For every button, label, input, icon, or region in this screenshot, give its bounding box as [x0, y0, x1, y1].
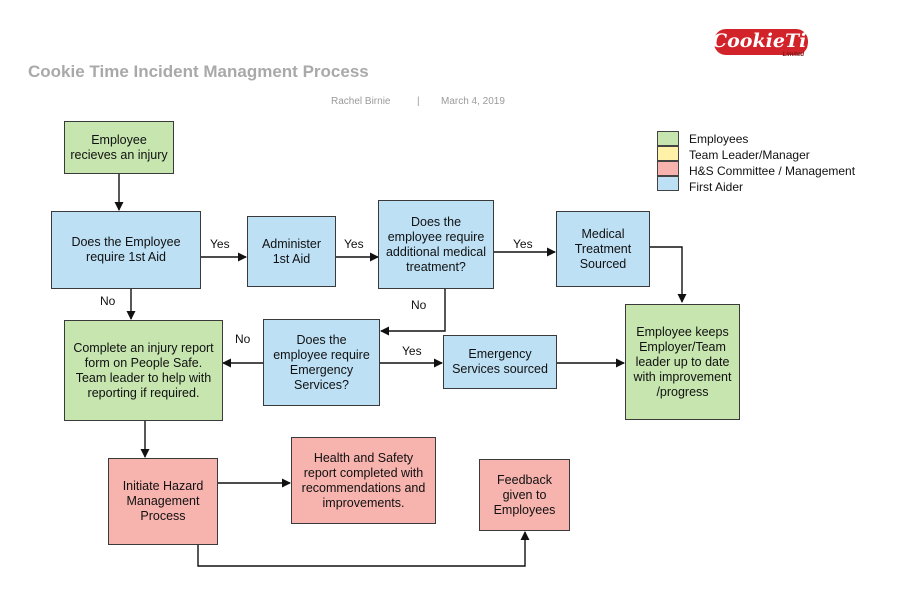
logo-badge-icon — [714, 29, 808, 55]
legend-label: First Aider — [689, 180, 744, 194]
edge-label-yes: Yes — [210, 237, 230, 251]
node-emergency-services-question: Does the employee require Emergency Serv… — [263, 319, 380, 406]
node-administer-first-aid: Administer 1st Aid — [247, 216, 336, 287]
edge-hazard-to-feedback — [197, 531, 530, 567]
node-first-aid-question: Does the Employee require 1st Aid — [51, 211, 201, 289]
meta-separator: | — [417, 96, 420, 107]
edge-label-yes: Yes — [513, 237, 533, 251]
logo-text: CookieTime — [712, 30, 839, 52]
edge-label-no: No — [411, 298, 427, 312]
edge-additional-no — [380, 289, 446, 336]
legend-label: Employees — [689, 132, 749, 146]
node-feedback-to-employees: Feedback given to Employees — [479, 459, 570, 531]
legend-swatch-first-aider — [657, 176, 679, 191]
node-complete-injury-report: Complete an injury report form on People… — [64, 320, 223, 421]
author-text: Rachel Birnie — [331, 96, 391, 107]
company-logo: CookieTime Limited — [712, 28, 839, 64]
node-employee-injury: Employee recieves an injury — [64, 121, 174, 174]
page-title: Cookie Time Incident Managment Process — [28, 62, 369, 81]
edge-label-yes: Yes — [402, 344, 422, 358]
node-additional-treatment-question: Does the employee require additional med… — [378, 200, 494, 289]
edge-label-no: No — [235, 332, 251, 346]
legend-label: H&S Committee / Management — [689, 164, 856, 178]
node-emergency-services-sourced: Emergency Services sourced — [443, 335, 557, 389]
legend-label: Team Leader/Manager — [689, 148, 810, 162]
legend-swatch-hs-committee — [657, 161, 679, 176]
edge-medical-to-keeps — [650, 246, 687, 303]
node-employee-keeps-updated: Employee keeps Employer/Team leader up t… — [625, 304, 740, 420]
edge-label-no: No — [100, 294, 116, 308]
logo-subtext: Limited — [782, 52, 804, 58]
node-medical-treatment-sourced: Medical Treatment Sourced — [556, 211, 650, 287]
node-health-safety-report: Health and Safety report completed with … — [291, 437, 436, 524]
node-initiate-hazard-management: Initiate Hazard Management Process — [108, 458, 218, 545]
date-text: March 4, 2019 — [441, 96, 505, 107]
legend-swatch-employees — [657, 131, 679, 146]
legend-swatch-team-leader — [657, 146, 679, 161]
edge-label-yes: Yes — [344, 237, 364, 251]
